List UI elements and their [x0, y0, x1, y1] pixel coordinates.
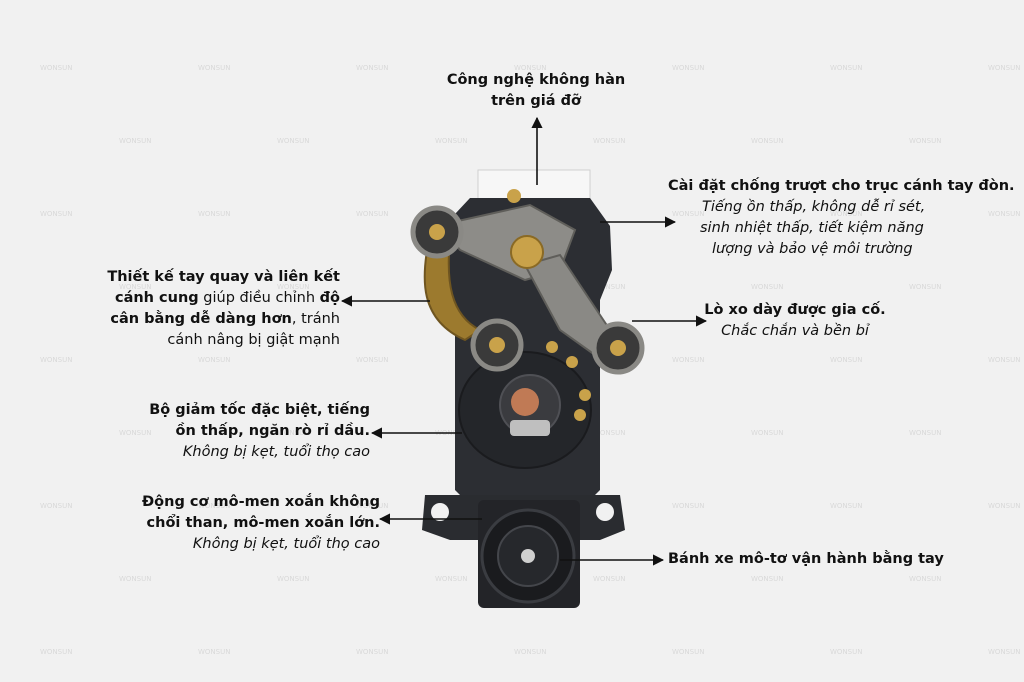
watermark-text: WONSUN	[277, 137, 309, 145]
watermark-text: WONSUN	[830, 64, 862, 72]
handwheel-title: Bánh xe mô-tơ vận hành bằng tay	[668, 551, 944, 567]
callout-welding-free: Công nghệ không hàn trên giá đỡ	[436, 70, 636, 112]
watermark-text: WONSUN	[988, 356, 1020, 364]
watermark-text: WONSUN	[277, 575, 309, 583]
watermark-text: WONSUN	[672, 502, 704, 510]
watermark-text: WONSUN	[356, 648, 388, 656]
watermark-text: WONSUN	[988, 648, 1020, 656]
watermark-text: WONSUN	[40, 356, 72, 364]
motor-sub: Không bị kẹt, tuổi thọ cao	[192, 536, 380, 552]
reducer-sub: Không bị kẹt, tuổi thọ cao	[182, 444, 370, 460]
watermark-text: WONSUN	[277, 429, 309, 437]
watermark-text: WONSUN	[672, 356, 704, 364]
watermark-text: WONSUN	[198, 356, 230, 364]
main-pivot	[510, 235, 544, 269]
anti-slip-title: Cài đặt chống trượt cho trục cánh tay đò…	[668, 178, 1015, 194]
watermark-text: WONSUN	[830, 356, 862, 364]
watermark-text: WONSUN	[198, 210, 230, 218]
crank-line3-rest: , tránh	[291, 311, 340, 327]
reducer-line2: ồn thấp, ngăn rò rỉ dầu.	[175, 423, 371, 439]
crank-line2-bold: cánh cung	[114, 290, 199, 306]
crank-line3-bold: cân bằng dễ dàng hơn	[110, 311, 292, 327]
callout-reducer: Bộ giảm tốc đặc biệt, tiếng ồn thấp, ngă…	[140, 400, 370, 463]
watermark-text: WONSUN	[40, 648, 72, 656]
callout-motor: Động cơ mô-men xoắn không chổi than, mô-…	[118, 492, 380, 555]
watermark-text: WONSUN	[672, 648, 704, 656]
watermark-text: WONSUN	[988, 502, 1020, 510]
watermark-text: WONSUN	[593, 429, 625, 437]
anti-slip-sub1: Tiếng ồn thấp, không dễ rỉ sét,	[702, 199, 926, 215]
spring-title: Lò xo dày được gia cố.	[704, 302, 886, 318]
watermark-text: WONSUN	[988, 64, 1020, 72]
watermark-text: WONSUN	[119, 575, 151, 583]
watermark-text: WONSUN	[356, 210, 388, 218]
motor-line1: Động cơ mô-men xoắn không	[142, 494, 380, 510]
callout-crank-link: Thiết kế tay quay và liên kết cánh cung …	[90, 267, 340, 351]
watermark-text: WONSUN	[593, 575, 625, 583]
flange-hole-right	[596, 503, 614, 521]
watermark-text: WONSUN	[909, 283, 941, 291]
crank-line2-end: độ	[319, 290, 340, 306]
watermark-text: WONSUN	[830, 210, 862, 218]
watermark-text: WONSUN	[909, 575, 941, 583]
watermark-text: WONSUN	[435, 137, 467, 145]
flange-hole-left	[431, 503, 449, 521]
callout-top-line2: trên giá đỡ	[491, 93, 581, 109]
callout-anti-slip: Cài đặt chống trượt cho trục cánh tay đò…	[668, 176, 1018, 260]
spring-sub: Chắc chắn và bền bỉ	[721, 323, 869, 339]
watermark-text: WONSUN	[909, 137, 941, 145]
watermark-text: WONSUN	[988, 210, 1020, 218]
watermark-text: WONSUN	[830, 502, 862, 510]
watermark-text: WONSUN	[751, 575, 783, 583]
watermark-text: WONSUN	[198, 502, 230, 510]
motor-shaft	[521, 549, 535, 563]
watermark-text: WONSUN	[435, 575, 467, 583]
watermark-text: WONSUN	[593, 137, 625, 145]
watermark-text: WONSUN	[119, 283, 151, 291]
watermark-text: WONSUN	[593, 283, 625, 291]
watermark-text: WONSUN	[198, 64, 230, 72]
watermark-text: WONSUN	[751, 283, 783, 291]
watermark-text: WONSUN	[40, 64, 72, 72]
watermark-text: WONSUN	[119, 429, 151, 437]
anti-slip-sub3: lượng và bảo vệ môi trường	[712, 241, 913, 257]
anti-slip-sub2: sinh nhiệt thấp, tiết kiệm năng	[700, 220, 924, 236]
crank-line4: cánh nâng bị giật mạnh	[167, 332, 340, 348]
watermark-text: WONSUN	[119, 137, 151, 145]
watermark-text: WONSUN	[672, 64, 704, 72]
callout-handwheel: Bánh xe mô-tơ vận hành bằng tay	[668, 549, 968, 570]
crank-line1: Thiết kế tay quay và liên kết	[107, 269, 340, 285]
crank-line2-rest: giúp điều chỉnh	[198, 290, 320, 306]
watermark-text: WONSUN	[830, 648, 862, 656]
watermark-text: WONSUN	[356, 356, 388, 364]
watermark-text: WONSUN	[514, 648, 546, 656]
reducer-line1: Bộ giảm tốc đặc biệt, tiếng	[149, 402, 370, 418]
motor-line2: chổi than, mô-men xoắn lớn.	[146, 515, 380, 531]
watermark-text: WONSUN	[909, 429, 941, 437]
watermark-text: WONSUN	[277, 283, 309, 291]
watermark-text: WONSUN	[356, 64, 388, 72]
callout-spring: Lò xo dày được gia cố. Chắc chắn và bền …	[700, 300, 890, 342]
watermark-text: WONSUN	[198, 648, 230, 656]
watermark-text: WONSUN	[40, 502, 72, 510]
watermark-text: WONSUN	[40, 210, 72, 218]
adjust-screw-top	[507, 189, 521, 203]
watermark-text: WONSUN	[356, 502, 388, 510]
watermark-text: WONSUN	[751, 137, 783, 145]
watermark-text: WONSUN	[514, 64, 546, 72]
callout-top-line1: Công nghệ không hàn	[446, 72, 626, 88]
watermark-text: WONSUN	[672, 210, 704, 218]
watermark-text: WONSUN	[751, 429, 783, 437]
